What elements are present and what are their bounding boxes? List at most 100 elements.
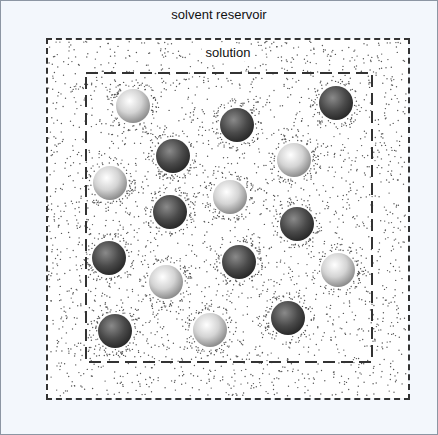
- solvent-dot: [295, 196, 296, 197]
- solvent-dot: [285, 138, 286, 139]
- solvent-dot: [383, 297, 384, 298]
- solvent-dot: [231, 302, 232, 303]
- solvent-dot: [389, 42, 390, 43]
- solvent-dot: [381, 346, 382, 347]
- solvent-dot: [95, 339, 96, 340]
- solvent-dot: [171, 380, 172, 381]
- solvent-dot: [131, 307, 132, 308]
- solvent-dot: [365, 270, 366, 271]
- solvent-dot: [68, 57, 69, 58]
- solvent-dot: [80, 349, 81, 350]
- solvent-dot: [332, 167, 333, 168]
- solvent-dot: [378, 272, 379, 273]
- solvent-dot: [55, 258, 56, 259]
- solvent-dot: [372, 383, 373, 384]
- solvent-dot: [75, 101, 76, 102]
- solvent-dot: [215, 250, 216, 251]
- solvent-dot: [299, 354, 300, 355]
- solvent-dot: [166, 127, 167, 128]
- solvent-dot: [120, 84, 121, 85]
- solvent-dot: [79, 127, 80, 128]
- solvent-dot: [271, 43, 272, 44]
- solvent-dot: [371, 196, 372, 197]
- solvent-dot: [103, 71, 104, 72]
- solvent-dot: [258, 148, 259, 149]
- solvent-dot: [262, 49, 263, 50]
- solvent-dot: [346, 208, 347, 209]
- solvent-dot: [281, 45, 282, 46]
- solvent-dot: [138, 216, 139, 217]
- solvent-dot: [222, 239, 223, 240]
- solvent-dot: [116, 354, 117, 355]
- solvent-dot: [220, 133, 221, 134]
- solvent-dot: [261, 269, 262, 270]
- solvent-dot: [276, 266, 277, 267]
- solvent-dot: [158, 377, 159, 378]
- solvent-dot: [145, 132, 146, 133]
- solvent-dot: [213, 267, 214, 268]
- solvent-dot: [313, 53, 314, 54]
- solvent-dot: [370, 102, 371, 103]
- solvent-dot: [52, 154, 53, 155]
- solvent-dot: [377, 156, 378, 157]
- solvent-dot: [363, 43, 364, 44]
- solvent-dot: [202, 309, 203, 310]
- solvent-dot: [55, 138, 56, 139]
- solvent-dot: [138, 228, 139, 229]
- solvent-dot: [177, 176, 178, 177]
- solvent-dot: [281, 56, 282, 57]
- solvent-dot: [144, 77, 145, 78]
- solvent-dot: [386, 103, 387, 104]
- solvent-dot: [141, 301, 142, 302]
- solvent-dot: [261, 332, 262, 333]
- solvent-dot: [55, 108, 56, 109]
- solvent-dot: [396, 131, 397, 132]
- solvent-dot: [259, 316, 260, 317]
- solvent-dot: [137, 375, 138, 376]
- solvent-dot: [57, 279, 58, 280]
- solvent-dot: [211, 304, 212, 305]
- solvent-dot: [63, 306, 64, 307]
- solvent-dot: [167, 334, 168, 335]
- solvent-dot: [319, 167, 320, 168]
- solvent-dot: [283, 84, 284, 85]
- solvent-dot: [175, 90, 176, 91]
- solvent-dot: [211, 300, 212, 301]
- solvent-dot: [207, 394, 208, 395]
- solvent-dot: [148, 355, 149, 356]
- solvent-dot: [182, 131, 183, 132]
- solvent-dot: [87, 207, 88, 208]
- solvent-dot: [80, 385, 81, 386]
- solvent-dot: [344, 333, 345, 334]
- solvent-dot: [400, 221, 401, 222]
- solvent-dot: [123, 226, 124, 227]
- solvent-dot: [129, 41, 130, 42]
- solvent-dot: [381, 61, 382, 62]
- solvent-dot: [385, 229, 386, 230]
- solvent-dot: [335, 336, 336, 337]
- solvent-dot: [396, 205, 397, 206]
- solvent-dot: [314, 355, 315, 356]
- solvent-dot: [375, 72, 376, 73]
- solvent-dot: [136, 334, 137, 335]
- solvent-dot: [232, 395, 233, 396]
- solvent-dot: [181, 384, 182, 385]
- solvent-dot: [57, 265, 58, 266]
- solvent-dot: [48, 209, 49, 210]
- solvent-dot: [95, 288, 96, 289]
- solvent-dot: [81, 268, 82, 269]
- solvent-dot: [230, 80, 231, 81]
- solvent-dot: [368, 318, 369, 319]
- solvent-dot: [174, 382, 175, 383]
- solvent-dot: [68, 353, 69, 354]
- solvent-dot: [229, 384, 230, 385]
- solvent-dot: [189, 307, 190, 308]
- solvent-dot: [144, 42, 145, 43]
- solvent-dot: [145, 322, 146, 323]
- solvent-dot: [249, 199, 250, 200]
- solvent-dot: [167, 43, 168, 44]
- solvent-dot: [265, 64, 266, 65]
- solvent-dot: [369, 274, 370, 275]
- solvent-dot: [179, 375, 180, 376]
- solvent-dot: [347, 199, 348, 200]
